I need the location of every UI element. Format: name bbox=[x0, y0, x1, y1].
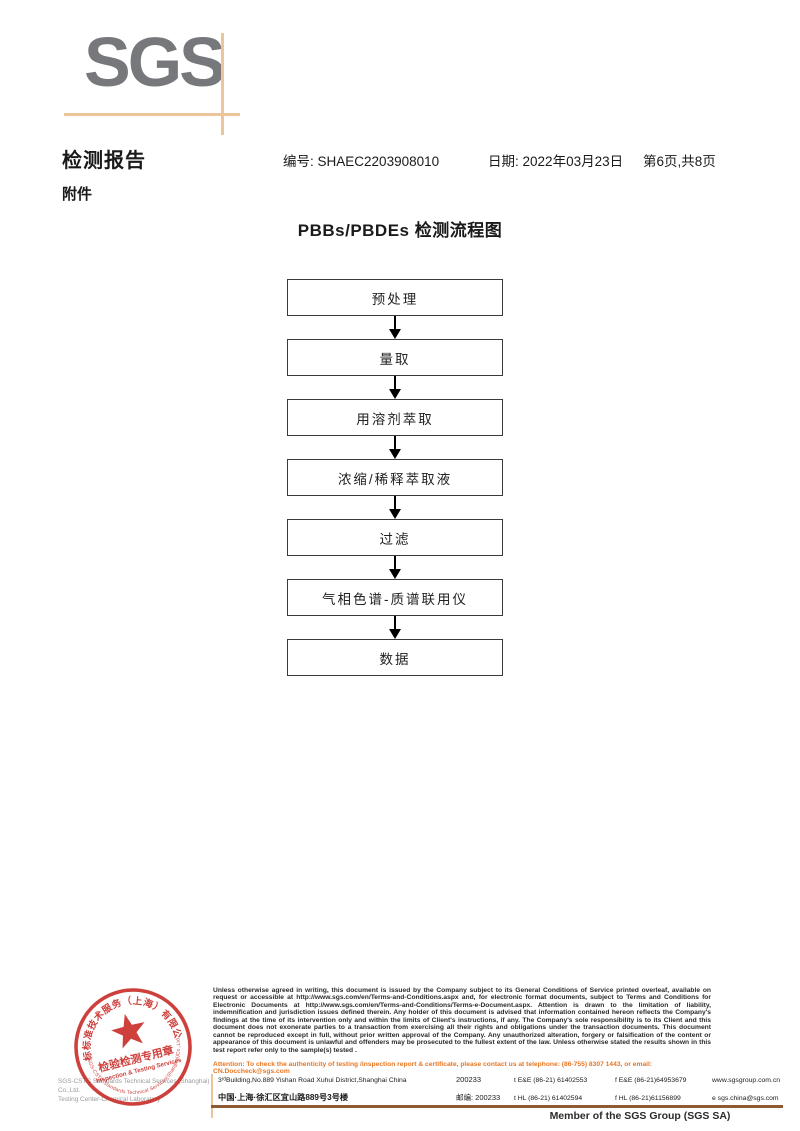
report-date-value: 2022年03月23日 bbox=[522, 154, 624, 169]
flow-arrow-down-icon bbox=[389, 616, 401, 639]
company-name-en: SGS-CSTC Standards Technical Services (S… bbox=[58, 1078, 210, 1094]
report-date-label: 日期: bbox=[488, 154, 519, 169]
flow-step-box: 用溶剂萃取 bbox=[287, 399, 503, 436]
terms-disclaimer-text: Unless otherwise agreed in writing, this… bbox=[213, 987, 711, 1054]
flow-step-box: 浓缩/稀释萃取液 bbox=[287, 459, 503, 496]
flow-step-box: 量取 bbox=[287, 339, 503, 376]
report-number-value: SHAEC2203908010 bbox=[317, 154, 440, 169]
phone-hl: t HL (86-21) 61402594 bbox=[514, 1095, 583, 1102]
flow-arrow-down-icon bbox=[389, 376, 401, 399]
flow-step-box: 过滤 bbox=[287, 519, 503, 556]
flow-step-box: 数据 bbox=[287, 639, 503, 676]
seal-star-icon bbox=[111, 1014, 145, 1049]
flow-step-label: 浓缩/稀释萃取液 bbox=[337, 471, 453, 487]
fax-ee: f E&E (86-21)64953679 bbox=[615, 1077, 687, 1084]
phone-ee: t E&E (86-21) 61402553 bbox=[514, 1077, 588, 1084]
sgs-group-member-text: Member of the SGS Group (SGS SA) bbox=[549, 1110, 731, 1122]
flow-step-label: 预处理 bbox=[371, 291, 419, 307]
flowchart-title: PBBs/PBDEs 检测流程图 bbox=[297, 221, 503, 240]
report-number: 编号: SHAEC2203908010 bbox=[283, 150, 439, 170]
flow-step-label: 用溶剂萃取 bbox=[356, 411, 434, 427]
address-en: 3ʳᵈBuilding,No.889 Yishan Road Xuhui Dis… bbox=[218, 1077, 407, 1084]
flow-arrow-down-icon bbox=[389, 556, 401, 579]
report-date: 日期: 2022年03月23日 bbox=[488, 150, 623, 170]
flowchart-steps: 预处理量取用溶剂萃取浓缩/稀释萃取液过滤气相色谱-质谱联用仪数据 bbox=[287, 279, 503, 676]
footer-divider-rule bbox=[211, 1105, 783, 1108]
attachment-label: 附件 bbox=[62, 186, 93, 203]
address-block: 3ʳᵈBuilding,No.889 Yishan Road Xuhui Dis… bbox=[211, 1074, 783, 1118]
flow-arrow-down-icon bbox=[389, 436, 401, 459]
address-row-en: 3ʳᵈBuilding,No.889 Yishan Road Xuhui Dis… bbox=[218, 1075, 783, 1090]
flow-arrow-down-icon bbox=[389, 316, 401, 339]
address-cn: 中国·上海·徐汇区宜山路889号3号楼 bbox=[218, 1093, 349, 1102]
flow-step-box: 气相色谱-质谱联用仪 bbox=[287, 579, 503, 616]
sgs-logo: SGS bbox=[84, 23, 226, 101]
postcode-en: 200233 bbox=[456, 1075, 482, 1084]
flow-step-label: 气相色谱-质谱联用仪 bbox=[322, 591, 468, 607]
logo-horizontal-rule bbox=[64, 113, 240, 116]
flow-step-label: 量取 bbox=[379, 351, 411, 367]
flow-step-box: 预处理 bbox=[287, 279, 503, 316]
flow-arrow-down-icon bbox=[389, 496, 401, 519]
flow-step-label: 过滤 bbox=[379, 531, 411, 547]
postcode-cn: 邮编: 200233 bbox=[456, 1093, 501, 1102]
logo-vertical-rule bbox=[221, 33, 224, 135]
report-number-label: 编号: bbox=[283, 154, 314, 169]
email-address: e sgs.china@sgs.com bbox=[712, 1095, 779, 1102]
website-url: www.sgsgroup.com.cn bbox=[712, 1077, 780, 1084]
report-title: 检测报告 bbox=[62, 150, 146, 172]
flow-step-label: 数据 bbox=[379, 651, 411, 667]
address-row-cn: 中国·上海·徐汇区宜山路889号3号楼 邮编: 200233 t HL (86-… bbox=[218, 1091, 783, 1106]
attention-notice: Attention: To check the authenticity of … bbox=[213, 1061, 653, 1076]
inspection-seal-stamp: 通标标准技术服务（上海）有限公司 SGS-CSTC Standards Tech… bbox=[58, 972, 192, 1106]
fax-hl: f HL (86-21)61156899 bbox=[615, 1095, 681, 1102]
page-indicator: 第6页,共8页 bbox=[643, 154, 716, 169]
